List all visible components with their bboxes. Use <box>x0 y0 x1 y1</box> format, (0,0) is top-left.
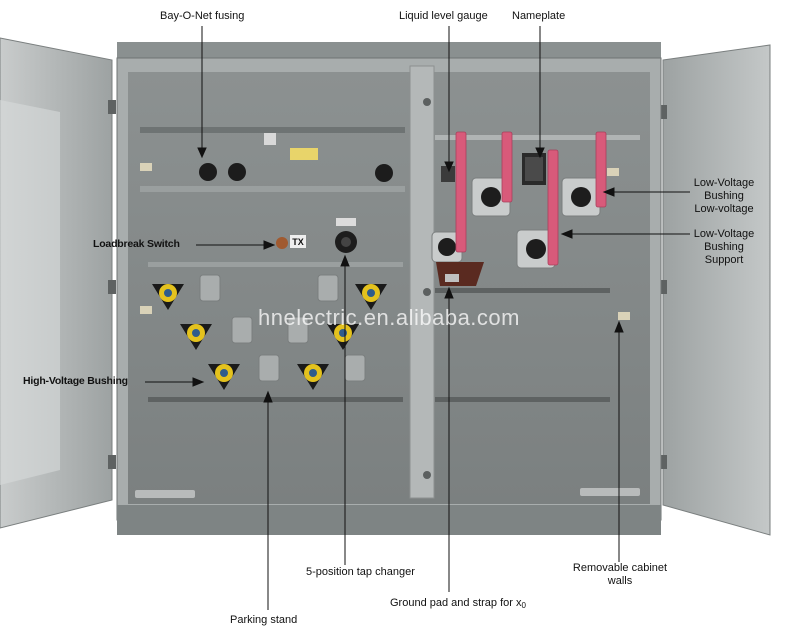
hv-bushing <box>152 284 184 310</box>
watermark: hnelectric.en.alibaba.com <box>258 305 520 330</box>
label-removable-cabinet-walls: Removable cabinet walls <box>572 562 668 587</box>
bay-o-net-fuses <box>199 133 393 182</box>
left-door <box>0 37 116 529</box>
liquid-level-gauge <box>441 166 455 182</box>
tap-changer <box>335 218 357 253</box>
nameplate <box>522 153 546 185</box>
tx-tag: TX <box>292 237 304 247</box>
ground-pad <box>436 262 484 286</box>
label-liquid-level-gauge: Liquid level gauge <box>399 10 488 22</box>
right-door <box>658 44 771 536</box>
label-nameplate: Nameplate <box>512 10 566 22</box>
lv-bushings <box>431 177 601 269</box>
label-high-voltage-bushing: High-Voltage Bushing <box>23 375 128 387</box>
label-parking-stand: Parking stand <box>230 614 298 626</box>
lv-straps <box>455 131 607 266</box>
leader-lines <box>145 26 690 610</box>
label-lv-bushing-support: Low-Voltage Bushing Support <box>693 228 755 266</box>
hv-bushings <box>152 284 387 390</box>
shelves <box>140 127 640 402</box>
center-divider <box>409 65 435 499</box>
label-ground-pad: Ground pad and strap for x0 <box>390 597 526 610</box>
hv-bushing <box>208 364 240 390</box>
hv-bushing <box>180 324 212 350</box>
hv-bushing <box>355 284 387 310</box>
label-lv-bushing: Low-Voltage Bushing Low-voltage <box>693 177 755 215</box>
loadbreak-switch: TX <box>276 235 306 249</box>
hv-bushing <box>297 364 329 390</box>
label-loadbreak-switch: Loadbreak Switch <box>93 238 180 250</box>
label-bay-o-net-fusing: Bay-O-Net fusing <box>160 10 245 22</box>
label-tap-changer: 5-position tap changer <box>306 566 415 578</box>
parking-stands <box>199 274 366 382</box>
cabinet-wall-clips <box>140 163 630 320</box>
